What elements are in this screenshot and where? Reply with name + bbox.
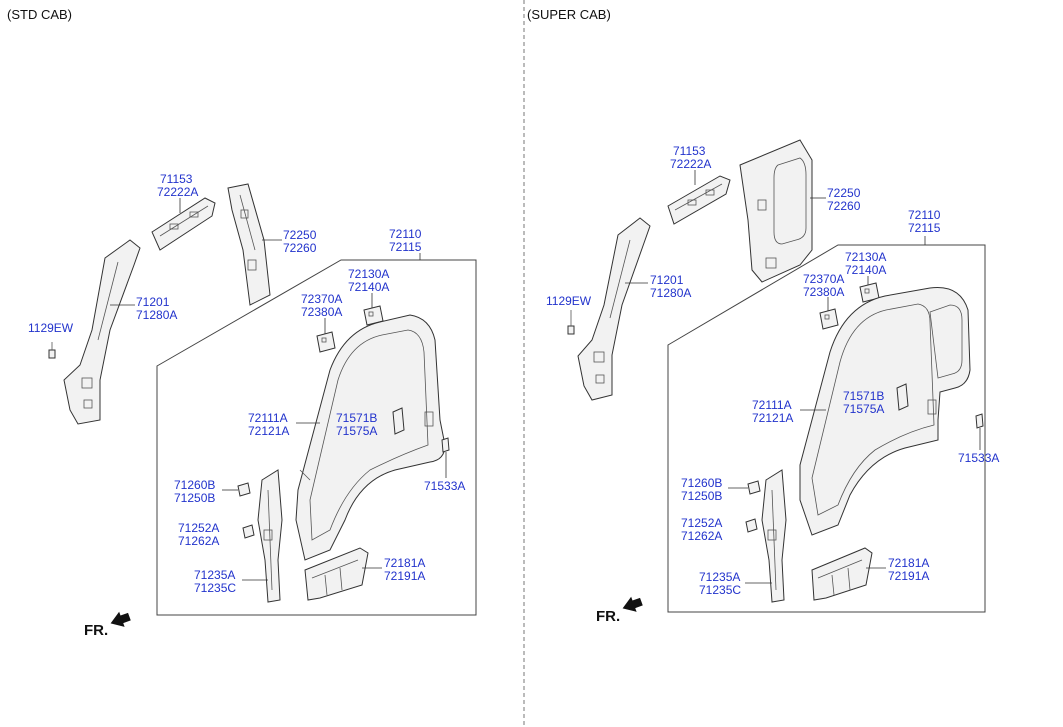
super-label-72260[interactable]: 72260 bbox=[827, 199, 861, 213]
std-label-72130A[interactable]: 72130A bbox=[348, 267, 389, 281]
std-part-71533A[interactable] bbox=[441, 437, 450, 453]
std-side-panel-box bbox=[156, 259, 477, 616]
super-label-72140A[interactable]: 72140A bbox=[845, 263, 886, 277]
super-label-72191A[interactable]: 72191A bbox=[888, 569, 929, 583]
std-cab-group bbox=[48, 183, 477, 627]
super-label-71153[interactable]: 71153 bbox=[673, 144, 706, 158]
std-part-72370A[interactable] bbox=[316, 331, 336, 353]
std-part-71252A[interactable] bbox=[242, 524, 255, 539]
super-label-71533A[interactable]: 71533A bbox=[958, 451, 999, 465]
super-cab-group bbox=[567, 139, 986, 613]
std-label-72111A[interactable]: 72111A bbox=[248, 411, 288, 425]
std-part-71260B[interactable] bbox=[237, 482, 251, 497]
super-part-1129EW[interactable] bbox=[567, 310, 575, 335]
super-label-72222A[interactable]: 72222A bbox=[670, 157, 711, 171]
super-front-direction-label: FR. bbox=[596, 608, 620, 625]
super-label-1129EW[interactable]: 1129EW bbox=[546, 294, 592, 308]
super-label-71235A[interactable]: 71235A bbox=[699, 570, 740, 584]
std-label-72380A[interactable]: 72380A bbox=[301, 305, 342, 319]
super-label-72250[interactable]: 72250 bbox=[827, 186, 861, 200]
super-part-72370A[interactable] bbox=[819, 308, 839, 330]
std-label-71153[interactable]: 71153 bbox=[160, 172, 193, 186]
std-label-72115[interactable]: 72115 bbox=[389, 240, 422, 254]
super-front-arrow-icon bbox=[622, 596, 643, 612]
std-label-71250B[interactable]: 71250B bbox=[174, 491, 215, 505]
std-part-1129EW[interactable] bbox=[48, 342, 56, 359]
super-label-71575A[interactable]: 71575A bbox=[843, 402, 884, 416]
std-label-71280A[interactable]: 71280A bbox=[136, 308, 177, 322]
std-label-71252A[interactable]: 71252A bbox=[178, 521, 219, 535]
super-label-71201[interactable]: 71201 bbox=[650, 273, 684, 287]
super-label-72370A[interactable]: 72370A bbox=[803, 272, 844, 286]
std-label-71262A[interactable]: 71262A bbox=[178, 534, 219, 548]
std-part-71235A[interactable] bbox=[257, 469, 283, 603]
std-label-72370A[interactable]: 72370A bbox=[301, 292, 342, 306]
std-part-72181A[interactable] bbox=[304, 547, 369, 601]
std-label-72250[interactable]: 72250 bbox=[283, 228, 317, 242]
super-label-72181A[interactable]: 72181A bbox=[888, 556, 929, 570]
std-label-72121A[interactable]: 72121A bbox=[248, 424, 289, 438]
section-title-super-cab: (SUPER CAB) bbox=[527, 7, 611, 22]
std-label-71575A[interactable]: 71575A bbox=[336, 424, 377, 438]
std-labels: 71153 72222A 72250 72260 72110 72115 721… bbox=[28, 172, 465, 639]
std-front-arrow-icon bbox=[110, 611, 131, 627]
super-part-72111A[interactable] bbox=[799, 286, 971, 536]
std-label-71571B[interactable]: 71571B bbox=[336, 411, 377, 425]
super-part-71533A[interactable] bbox=[975, 413, 984, 429]
std-part-72250[interactable] bbox=[227, 183, 271, 306]
super-label-71252A[interactable]: 71252A bbox=[681, 516, 722, 530]
super-part-71260B[interactable] bbox=[747, 480, 761, 495]
super-label-71235C[interactable]: 71235C bbox=[699, 583, 741, 597]
super-part-71201[interactable] bbox=[577, 217, 651, 401]
std-front-direction-label: FR. bbox=[84, 622, 108, 639]
super-label-72111A[interactable]: 72111A bbox=[752, 398, 792, 412]
std-label-72110[interactable]: 72110 bbox=[389, 227, 422, 241]
std-label-71260B[interactable]: 71260B bbox=[174, 478, 215, 492]
super-part-72250[interactable] bbox=[739, 139, 813, 283]
super-label-71571B[interactable]: 71571B bbox=[843, 389, 884, 403]
super-part-71235A[interactable] bbox=[761, 469, 787, 603]
super-side-panel-box bbox=[667, 244, 986, 613]
section-title-std-cab: (STD CAB) bbox=[7, 7, 72, 22]
std-label-71235C[interactable]: 71235C bbox=[194, 581, 236, 595]
super-label-72121A[interactable]: 72121A bbox=[752, 411, 793, 425]
super-labels: 71153 72222A 72250 72260 72110 72115 721… bbox=[546, 144, 999, 625]
super-part-72181A[interactable] bbox=[811, 547, 873, 601]
super-label-72110[interactable]: 72110 bbox=[908, 208, 941, 222]
std-part-71201[interactable] bbox=[63, 239, 141, 425]
std-label-72222A[interactable]: 72222A bbox=[157, 185, 198, 199]
super-label-71280A[interactable]: 71280A bbox=[650, 286, 691, 300]
std-label-72260[interactable]: 72260 bbox=[283, 241, 317, 255]
super-label-71260B[interactable]: 71260B bbox=[681, 476, 722, 490]
super-part-71252A[interactable] bbox=[745, 518, 758, 533]
std-label-72181A[interactable]: 72181A bbox=[384, 556, 425, 570]
super-label-72130A[interactable]: 72130A bbox=[845, 250, 886, 264]
std-label-71235A[interactable]: 71235A bbox=[194, 568, 235, 582]
super-label-71262A[interactable]: 71262A bbox=[681, 529, 722, 543]
super-part-71153[interactable] bbox=[667, 175, 731, 225]
std-label-1129EW[interactable]: 1129EW bbox=[28, 321, 74, 335]
std-label-71201[interactable]: 71201 bbox=[136, 295, 170, 309]
std-label-72140A[interactable]: 72140A bbox=[348, 280, 389, 294]
std-label-71533A[interactable]: 71533A bbox=[424, 479, 465, 493]
super-part-71571B[interactable] bbox=[896, 383, 909, 411]
super-label-72380A[interactable]: 72380A bbox=[803, 285, 844, 299]
std-part-71571B[interactable] bbox=[392, 407, 405, 435]
super-label-71250B[interactable]: 71250B bbox=[681, 489, 722, 503]
super-label-72115[interactable]: 72115 bbox=[908, 221, 941, 235]
std-label-72191A[interactable]: 72191A bbox=[384, 569, 425, 583]
std-part-71153[interactable] bbox=[151, 197, 216, 251]
